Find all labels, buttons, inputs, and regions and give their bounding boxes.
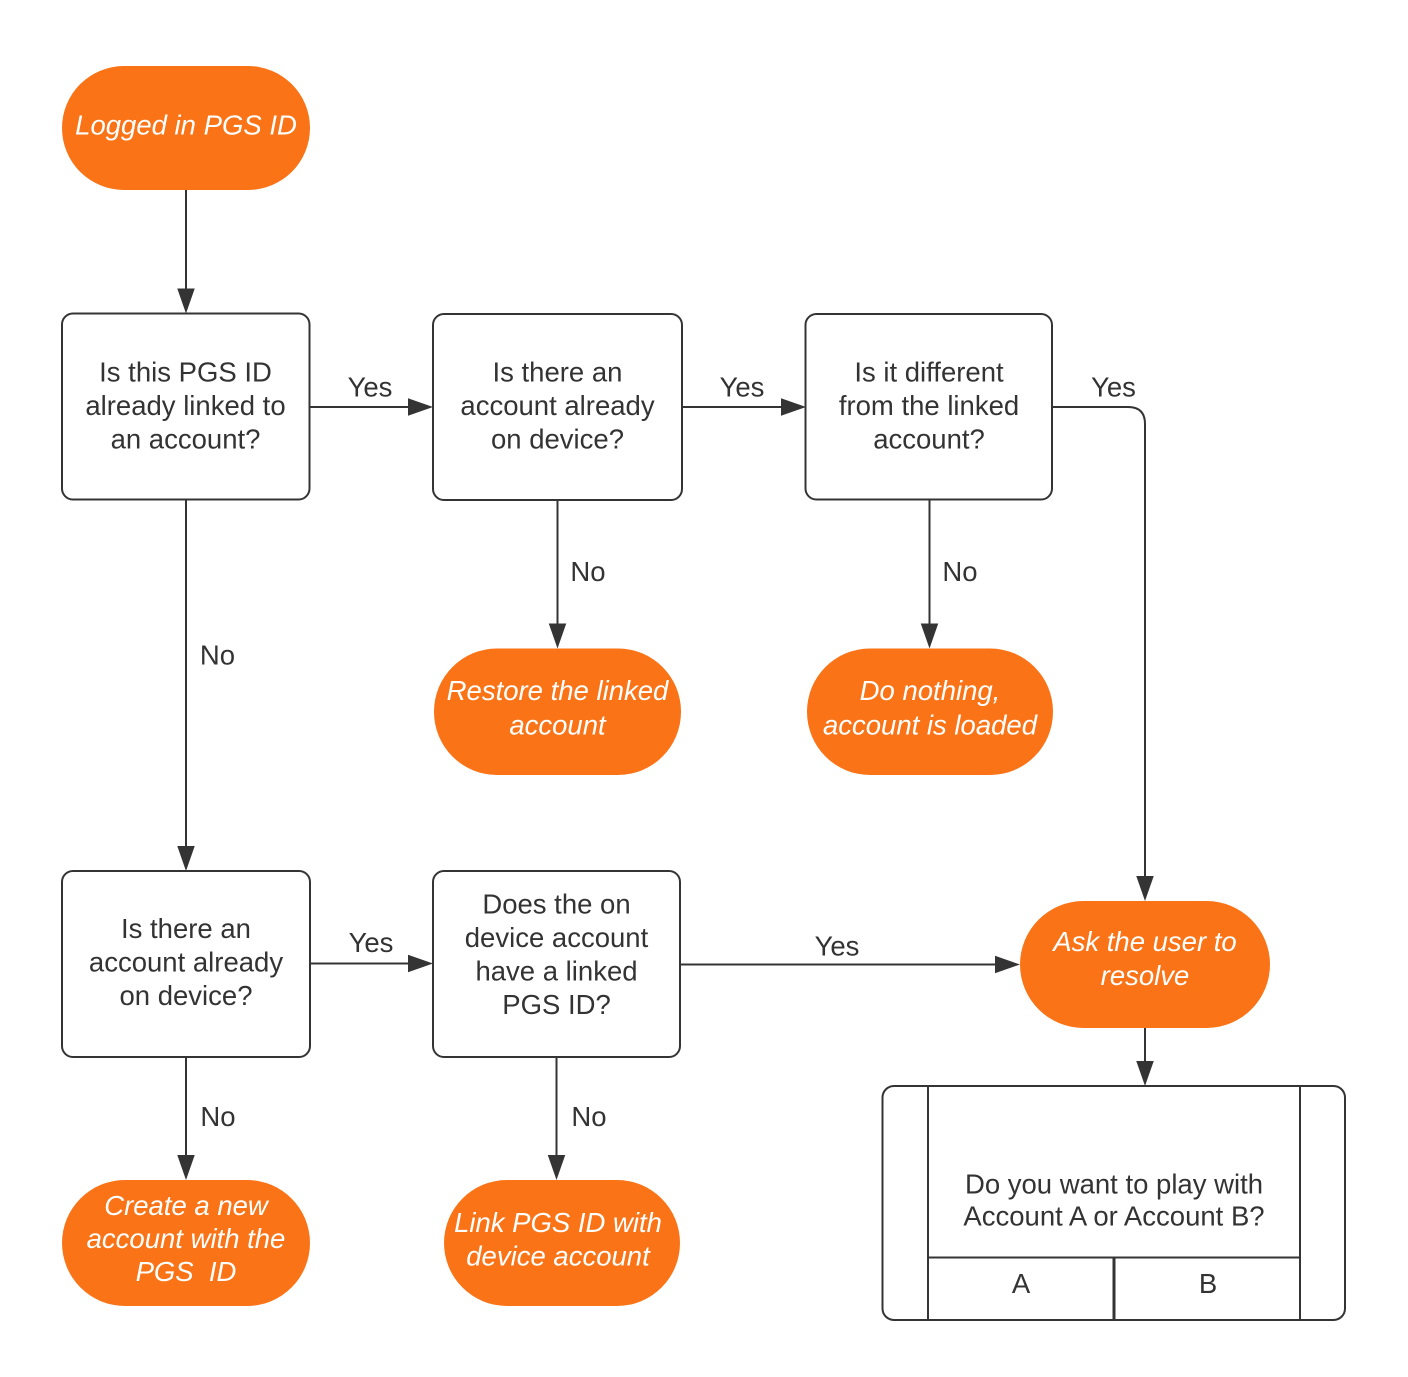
svg-text:Yes: Yes: [1091, 372, 1136, 403]
svg-text:No: No: [571, 1101, 606, 1132]
svg-text:Is this PGS ID: Is this PGS ID: [99, 357, 272, 388]
svg-text:Do you want to play with: Do you want to play with: [965, 1169, 1263, 1200]
svg-text:No: No: [942, 556, 977, 587]
svg-text:account is loaded: account is loaded: [823, 710, 1039, 741]
svg-text:Yes: Yes: [348, 372, 393, 403]
svg-text:from the linked: from the linked: [839, 390, 1019, 421]
svg-text:No: No: [200, 1101, 235, 1132]
svg-text:resolve: resolve: [1101, 960, 1190, 991]
svg-text:Do nothing,: Do nothing,: [860, 675, 1001, 706]
svg-text:Link PGS ID with: Link PGS ID with: [454, 1207, 662, 1238]
svg-text:device account: device account: [465, 922, 649, 953]
svg-text:Logged in PGS ID: Logged in PGS ID: [75, 110, 297, 141]
svg-text:PGS ID?: PGS ID?: [502, 989, 611, 1020]
svg-text:PGS ID: PGS ID: [136, 1256, 237, 1287]
svg-text:Ask the user to: Ask the user to: [1051, 926, 1236, 957]
svg-text:device account: device account: [466, 1241, 651, 1272]
svg-text:on device?: on device?: [119, 980, 252, 1011]
svg-text:Does the on: Does the on: [482, 889, 630, 920]
svg-text:on device?: on device?: [491, 424, 624, 455]
svg-text:already linked to: already linked to: [85, 390, 285, 421]
svg-text:No: No: [200, 640, 235, 671]
svg-text:Is it different: Is it different: [854, 357, 1004, 388]
svg-text:Is there an: Is there an: [121, 913, 251, 944]
svg-text:have a linked: have a linked: [475, 956, 637, 987]
svg-text:account already: account already: [460, 390, 654, 421]
svg-text:No: No: [570, 556, 605, 587]
svg-text:Is there an: Is there an: [493, 357, 623, 388]
svg-text:account already: account already: [89, 947, 283, 978]
svg-text:Yes: Yes: [720, 372, 765, 403]
svg-text:Create a new: Create a new: [104, 1190, 270, 1221]
svg-text:account: account: [509, 710, 607, 741]
svg-text:Account A or Account B?: Account A or Account B?: [963, 1201, 1264, 1232]
svg-text:an account?: an account?: [111, 424, 261, 455]
svg-text:Yes: Yes: [815, 931, 860, 962]
svg-text:account?: account?: [873, 424, 985, 455]
svg-text:Restore the linked: Restore the linked: [447, 675, 670, 706]
svg-text:B: B: [1199, 1268, 1217, 1299]
svg-text:Yes: Yes: [349, 927, 394, 958]
svg-text:account with the: account with the: [87, 1223, 286, 1254]
svg-text:A: A: [1012, 1268, 1031, 1299]
